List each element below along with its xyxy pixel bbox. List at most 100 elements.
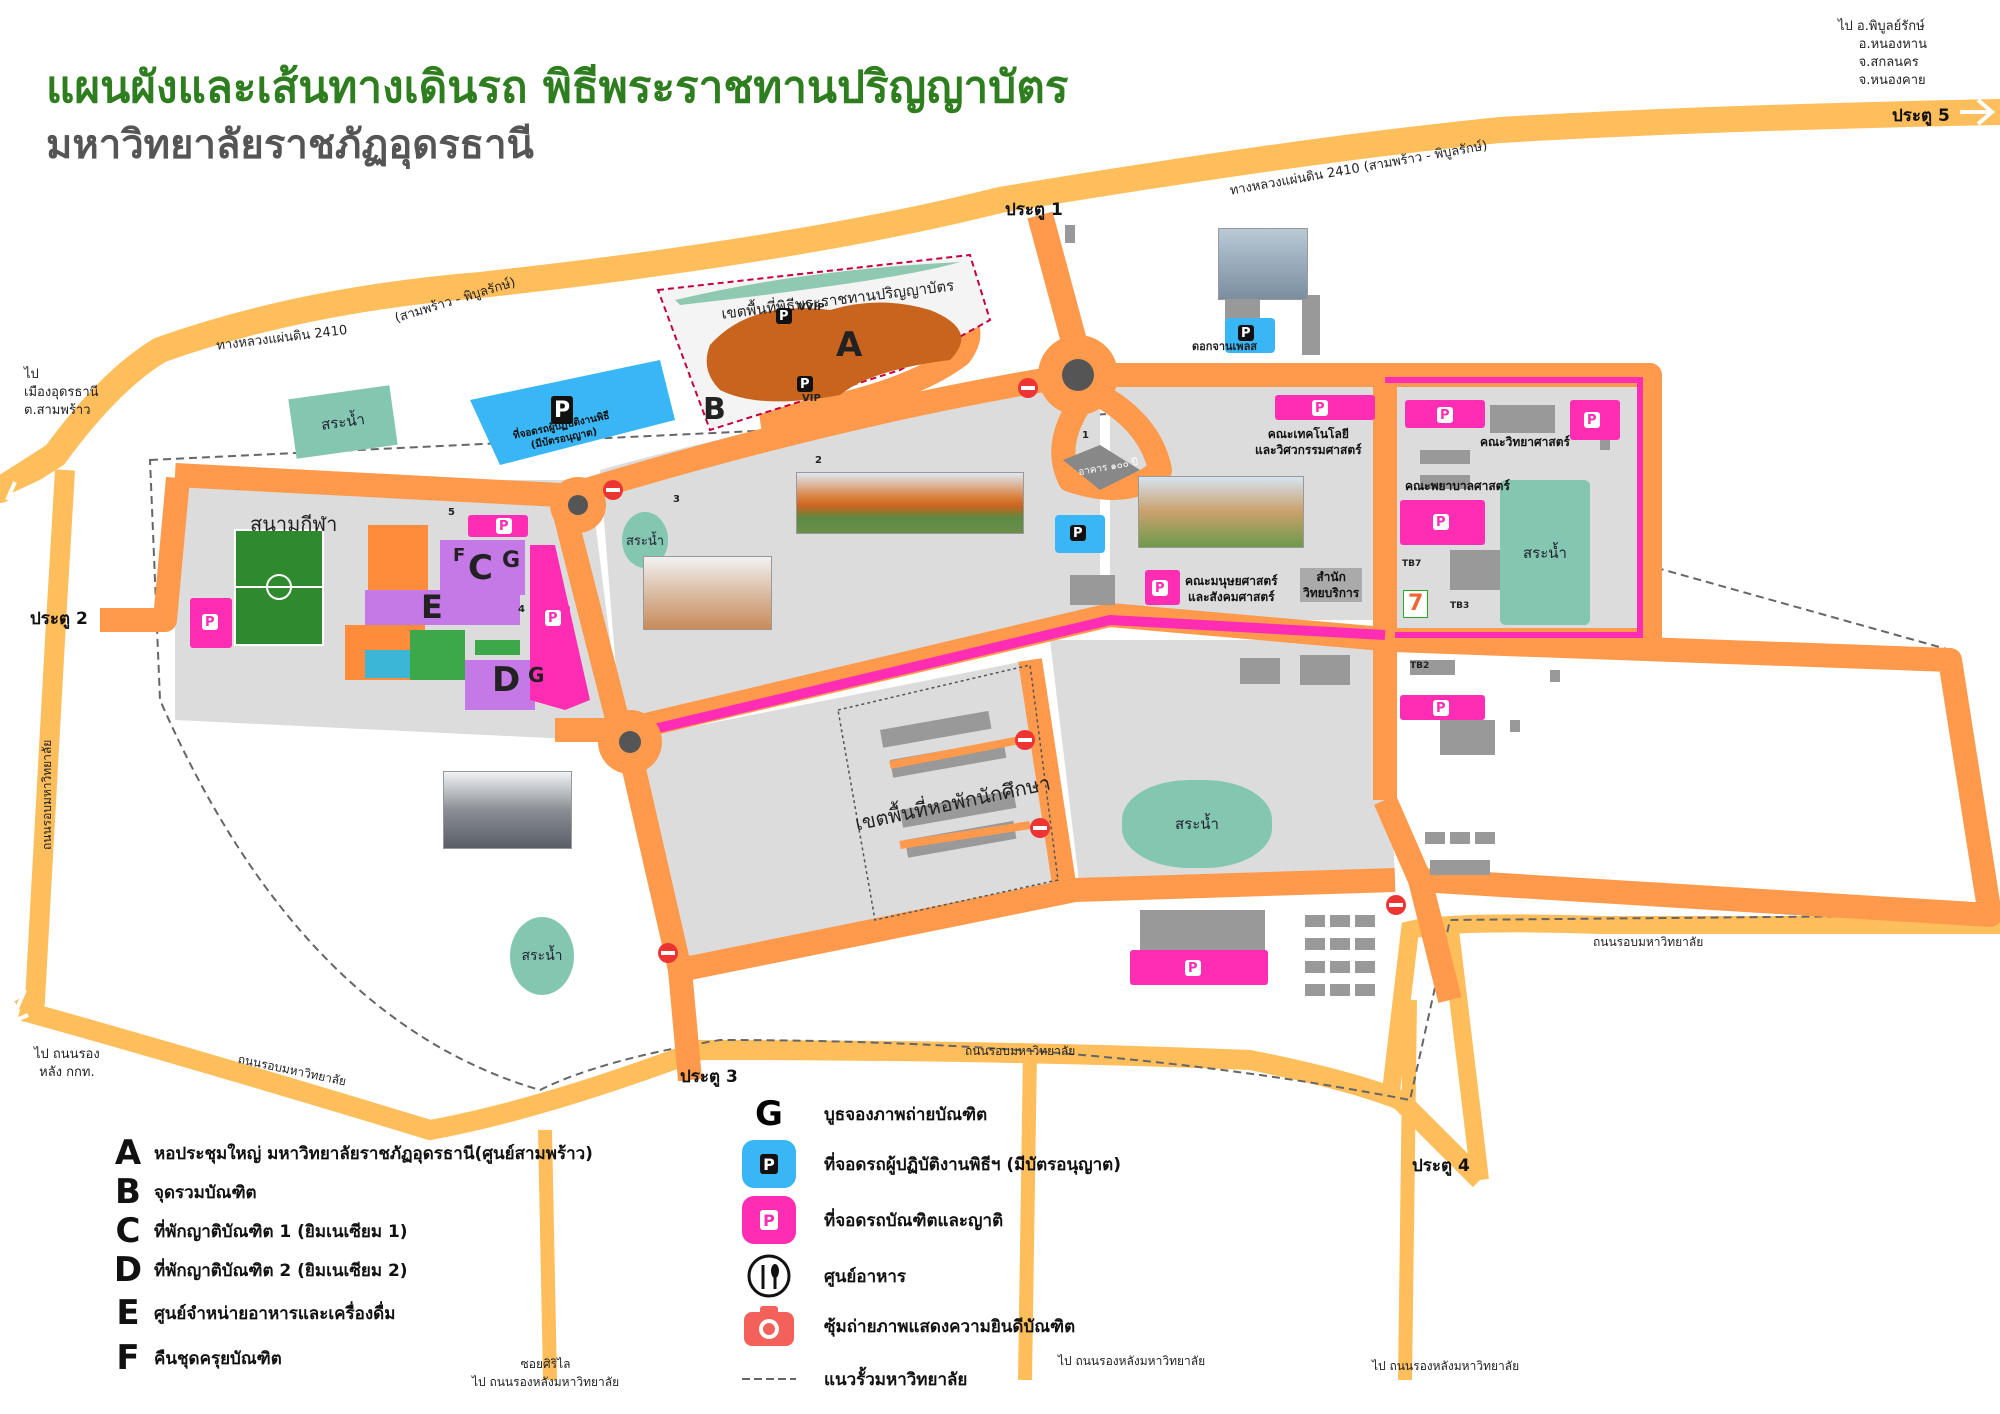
direction-bottom-1: ซอยศิริไล ไป ถนนรองหลังมหาวิทยาลัย [472,1357,620,1389]
legend-text: ศูนย์จำหน่ายอาหารและเครื่องดื่ม [154,1303,396,1324]
parking-icon: P [496,518,512,534]
road-down-3 [1398,999,1417,1381]
camera-point-5-label: 5 [448,507,455,518]
legend-text: ที่พักญาติบัณฑิต 1 (ยิมเนเซียม 1) [154,1221,408,1242]
map-letter-d: D [492,660,521,700]
dashed-line-icon [742,1355,796,1403]
camera-point-2-label: 2 [815,455,822,466]
roundabout-gate1-center [1062,359,1094,391]
roundabouts [550,335,1118,774]
legend-letter: A [114,1133,142,1173]
campus-road-south [613,727,1396,982]
campus-road-mid-vert [1018,658,1077,892]
road-gate1 [1027,211,1088,349]
graduate-route [648,614,1386,735]
parking-icon: P [797,376,813,392]
legend-text: แนวรั้วมหาวิทยาลัย [824,1369,968,1390]
grey-buildings [1065,225,1610,950]
zone-c-gymnasium-1 [440,540,525,595]
seven-eleven-icon: 7 [1403,590,1429,618]
parking-icon: P [1312,400,1328,416]
legend-g-icon: G [755,1094,783,1134]
ground-south [625,660,1060,970]
pond-5-east-field: สระน้ำ [1500,480,1590,625]
pond-3: สระน้ำ [1122,780,1272,868]
legend-item-photo-spot: ซุ้มถ่ายภาพแสดงความยินดีบัณฑิต [742,1302,1075,1350]
road-down-2 [1018,1049,1037,1381]
legend-item-f: F คืนชุดครุยบัณฑิต [108,1338,281,1378]
faculty-tech-label: คณะเทคโนโลยี และวิศวกรรมศาสตร์ [1255,427,1362,457]
food-icon [742,1252,796,1300]
ring-road-bottom [17,1000,1488,1188]
direction-left-top: ไป เมืองอุดรธานี ต.สามพร้าว [24,367,99,418]
arrow-west [5,480,41,502]
page-subtitle: มหาวิทยาลัยราชภัฏอุดรธานี [46,122,534,168]
roundabout-west-center [568,495,588,515]
parking-icon: P [202,614,218,630]
direction-left-bottom: ไป ถนนรอง หลัง กกท. [34,1047,100,1080]
legend-letter: D [113,1250,143,1290]
legend-text: หอประชุมใหญ่ มหาวิทยาลัยราชภัฏอุดรธานี(ศ… [154,1143,593,1164]
legend-letter: F [116,1338,140,1378]
pond-4: สระน้ำ [510,917,574,995]
camera-point-1-label: 1 [1082,430,1089,441]
tb2-label: TB2 [1410,661,1430,671]
campus-road-100yr-loop [1051,379,1172,500]
legend-item-staff-parking: P ที่จอดรถผู้ปฏิบัติงานพิธีฯ (มีบัตรอนุญ… [742,1140,1121,1188]
legend-letter: C [115,1211,141,1251]
stadium-center-circle [266,574,292,600]
campus-road-gate3 [668,968,702,1082]
map-letter-c: C [468,548,493,588]
zone-d-gymnasium-2 [465,660,535,710]
ring-road-right [1381,914,2000,1102]
campus-road-north [566,363,1077,507]
legend-text: ที่พักญาติบัณฑิต 2 (ยิมเนเซียม 2) [154,1260,408,1281]
legend-item-fence: แนวรั้วมหาวิทยาลัย [742,1355,967,1403]
faculty-nursing-label: คณะพยาบาลศาสตร์ [1405,479,1510,493]
main-hall-building [706,302,962,402]
grey-blocks-southeast [1305,832,1495,996]
vvip-label: VVIP [798,302,825,313]
arrow-southwest [6,989,29,1025]
ceremony-zone-green-strip [675,262,960,305]
parking-icon: P [1433,700,1449,716]
legend-text: บูธจองภาพถ่ายบัณฑิต [824,1104,988,1125]
campus-road-east-south [1374,795,1462,1003]
tb7-label: TB7 [1402,559,1422,569]
dokchan-place-label: ดอกจานเพลส [1192,340,1258,353]
building-100-photo [1138,476,1304,548]
no-entry-signs [603,378,1406,963]
pink-parking-icon: P [742,1196,796,1244]
legend-item-graduate-parking: P ที่จอดรถบัณฑิตและญาติ [742,1196,1003,1244]
legend-letter: B [115,1172,141,1212]
gate-2-label: ประตู 2 [30,609,88,629]
building-100-years [1063,445,1140,490]
campus-road-west-loop [174,463,632,742]
camera-icon [742,1302,796,1350]
zone-e-food-center [365,590,520,625]
direction-bottom-3: ไป ถนนรองหลังมหาวิทยาลัย [1372,1359,1520,1373]
sports-courts [345,525,520,680]
legend-item-b: B จุดรวมบัณฑิต [108,1172,257,1212]
legend-item-photo-booth: G บูธจองภาพถ่ายบัณฑิต [742,1090,987,1138]
legend-item-c: C ที่พักญาติบัณฑิต 1 (ยิมเนเซียม 1) [108,1211,408,1251]
campus-road-diagonal [622,603,2000,927]
gymnasium-2-photo [443,771,572,849]
campus-road-west-left [100,476,190,632]
parking-icon: P [1238,325,1254,341]
dokchan-place-photo [1218,228,1308,300]
ring-road-label-bottom-mid: ถนนรอบมหาวิทยาลัย [965,1044,1076,1058]
gate-4-label: ประตู 4 [1412,1156,1470,1176]
legend-text: ซุ้มถ่ายภาพแสดงความยินดีบัณฑิต [824,1316,1076,1337]
tb3-label: TB3 [1450,601,1470,611]
parking-icon: P [1437,407,1453,423]
legend-text: ศูนย์อาหาร [824,1266,907,1287]
dormitory-zone [837,664,1059,921]
camera-point-3-label: 3 [673,494,680,505]
parking-icon: P [1584,412,1600,428]
highway-2410 [0,99,2000,503]
parking-icon: P [1070,525,1086,541]
direction-top-right: ไป อ.พิบูลย์รักษ์ อ.หนองหาน จ.สกลนคร จ.ห… [1838,19,1927,88]
gate-1-label: ประตู 1 [1005,200,1063,220]
